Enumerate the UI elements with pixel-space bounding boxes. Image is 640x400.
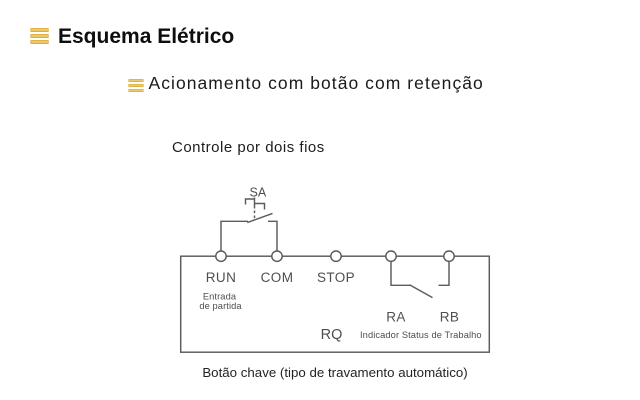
diagram-heading: Controle por dois fios [172, 139, 325, 156]
contact-label-rb: RB [440, 310, 460, 325]
latch-symbol-right [254, 202, 266, 210]
terminal-stop [330, 250, 342, 263]
terminal-label-run: RUN [206, 270, 236, 285]
page-title: Esquema Elétrico [58, 25, 235, 48]
terminal-run [215, 250, 227, 263]
latch-symbol-left [244, 198, 255, 205]
wire-run-to-switch [220, 220, 248, 251]
wire-rb [438, 261, 450, 287]
terminal-com [271, 250, 283, 263]
title-bullet-icon [30, 27, 49, 47]
bullet-bar [128, 88, 144, 92]
indicator-note: Indicador Status de Trabalho [360, 330, 482, 340]
diagram-caption: Botão chave (tipo de travamento automáti… [202, 365, 468, 380]
bullet-bar [30, 33, 49, 38]
bullet-bar [128, 83, 144, 87]
bullet-bar [30, 27, 49, 32]
wire-ra [390, 261, 410, 287]
slide-subtitle: Acionamento com botão com retenção [148, 73, 484, 93]
subtitle-bullet-icon [128, 78, 144, 94]
input-note-line1: Entrada [203, 292, 237, 302]
switch-blade [247, 212, 273, 224]
bullet-bar [30, 40, 49, 45]
relay-contact-blade [409, 284, 433, 299]
contact-label-ra: RA [386, 310, 406, 325]
terminal-label-com: COM [261, 270, 294, 285]
wire-switch-to-com [268, 220, 278, 251]
bullet-bar [128, 78, 144, 82]
switch-label: SA [250, 186, 267, 200]
terminal-rb [443, 250, 455, 263]
terminal-label-stop: STOP [317, 270, 355, 285]
input-note-line2: de partida [199, 301, 242, 311]
terminal-ra [385, 250, 397, 263]
output-label-rq: RQ [321, 327, 343, 343]
